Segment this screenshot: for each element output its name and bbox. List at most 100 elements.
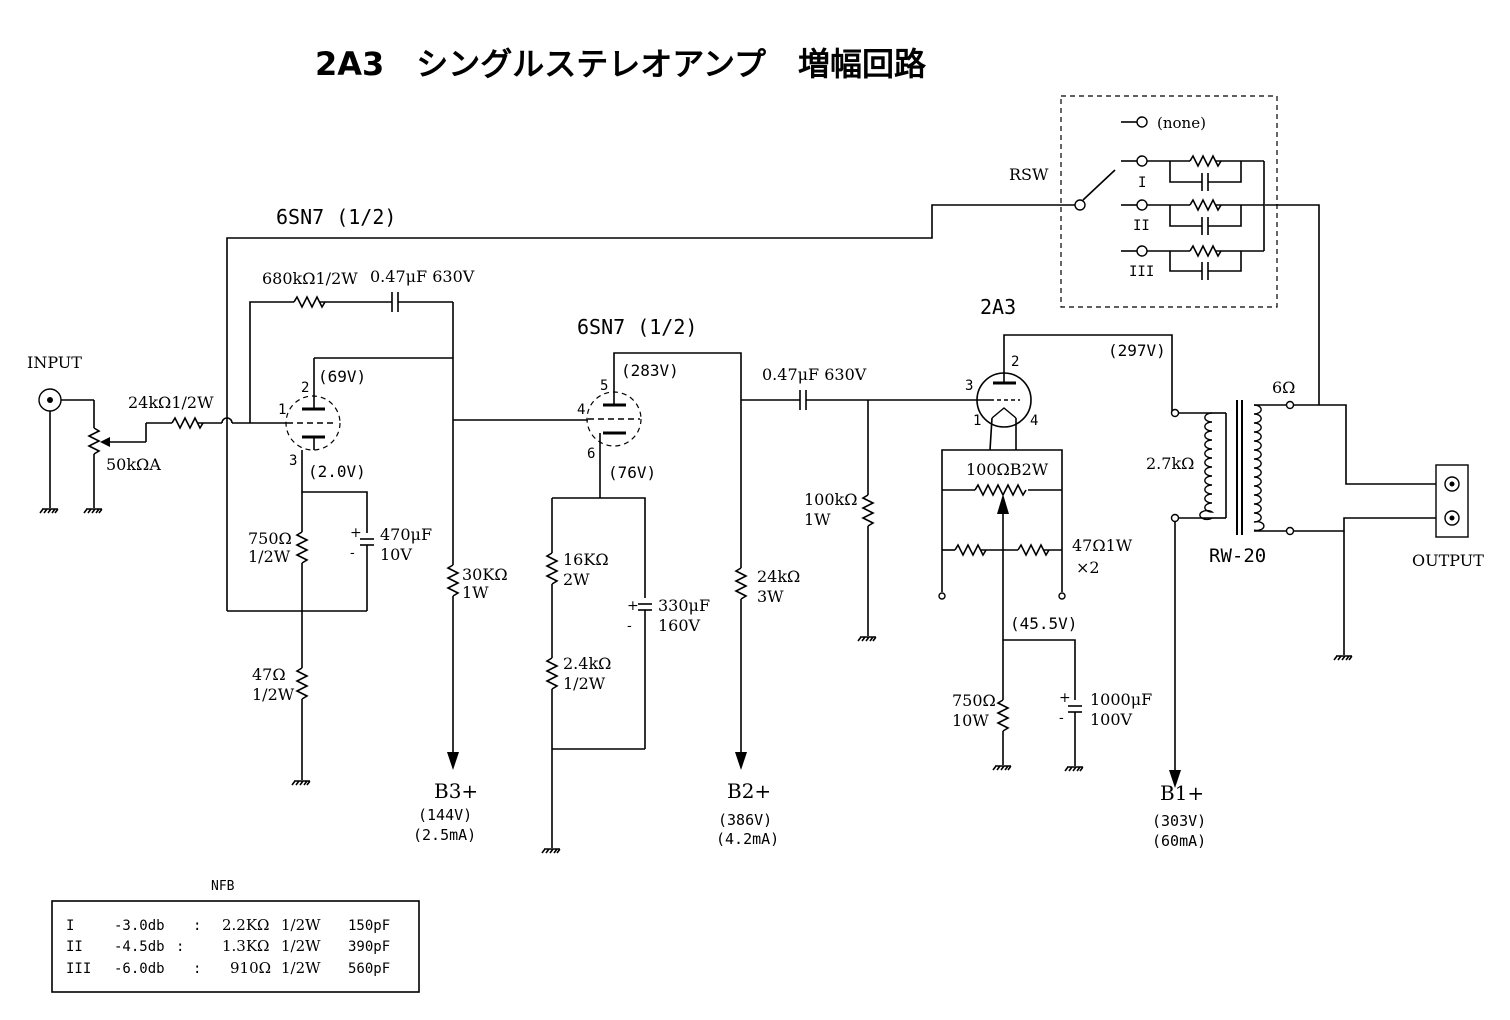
rsw-pos-2: II — [1133, 218, 1150, 234]
nfb-cap: 560pF — [348, 961, 390, 977]
input-resistor — [145, 416, 287, 442]
nfb-row: I -3.0db : 2.2KΩ 1/2W 150pF — [66, 916, 390, 934]
nfb-sep: : — [193, 918, 201, 934]
tube2-pin-5: 5 — [600, 378, 608, 394]
nfb-watt: 1/2W — [281, 937, 321, 955]
nfb-db: -4.5db — [114, 939, 165, 955]
b3-current: (2.5mA) — [413, 826, 476, 844]
ot-model-label: RW-20 — [1209, 545, 1266, 567]
rsw-label: RSW — [1009, 165, 1049, 184]
ground-icon — [83, 508, 103, 514]
fb-resistor-label: 680kΩ1/2W — [262, 269, 358, 288]
rk1-watt: 1/2W — [248, 547, 291, 566]
rk2-watt: 1/2W — [252, 685, 295, 704]
nfb-table — [51, 900, 420, 993]
rg-value: 100kΩ — [804, 490, 858, 509]
ck2-minus: - — [627, 618, 632, 634]
pin-3-label: 3 — [289, 453, 297, 469]
nfb-watt: 1/2W — [281, 916, 321, 934]
ck3-minus: - — [1059, 710, 1064, 726]
nfb-sep: : — [176, 939, 184, 955]
nfb-res: 1.3KΩ — [222, 937, 270, 955]
rg-watt: 1W — [804, 510, 831, 529]
tube3-label: 2A3 — [980, 295, 1016, 319]
b1-voltage: (303V) — [1152, 812, 1206, 830]
ot-secondary-label: 6Ω — [1272, 378, 1295, 397]
rk1-value: 750Ω — [248, 529, 292, 548]
rsw-selector — [1074, 116, 1265, 280]
nfb-pos: III — [66, 961, 91, 977]
tube3-pin-1: 1 — [973, 413, 981, 429]
ck3-volt: 100V — [1090, 710, 1133, 729]
output-terminals — [1435, 464, 1469, 538]
nfb-row: II -4.5db : 1.3KΩ 1/2W 390pF — [66, 937, 390, 955]
ground-icon — [39, 508, 59, 514]
b2-label: B2+ — [727, 779, 771, 803]
input-resistor-label: 24kΩ1/2W — [128, 393, 214, 412]
tube2-cathode-circuit — [541, 497, 652, 854]
v3-plate-voltage: (297V) — [1108, 341, 1166, 360]
output-transformer — [1169, 204, 1436, 788]
v1-cathode-voltage: (2.0V) — [308, 462, 366, 481]
v2-plate-voltage: (283V) — [621, 361, 679, 380]
ck1-plus: + — [350, 525, 362, 541]
output-label: OUTPUT — [1412, 551, 1484, 570]
v2-cathode-voltage: (76V) — [608, 463, 656, 482]
tube3-pin-4: 4 — [1030, 413, 1038, 429]
v3-cathode-voltage: (45.5V) — [1010, 614, 1077, 633]
volume-pot-label: 50kΩA — [106, 455, 161, 474]
coupling-cap-label: 0.47μF 630V — [762, 365, 867, 384]
rsw-none-label: (none) — [1157, 114, 1206, 132]
pin-2-label: 2 — [301, 380, 309, 396]
nfb-sep: : — [193, 961, 201, 977]
rk3-watt: 2W — [563, 570, 590, 589]
ck1-value: 470μF — [380, 525, 432, 544]
pin-1-label: 1 — [278, 402, 286, 418]
nfb-table-title: NFB — [211, 879, 235, 894]
tube1-plate-wiring — [249, 292, 588, 565]
tube2-pin-4: 4 — [577, 402, 585, 418]
rl1-watt: 1W — [462, 583, 489, 602]
nfb-cap: 150pF — [348, 918, 390, 934]
hum-pot-label: 100ΩB2W — [966, 460, 1049, 479]
nfb-pos: II — [66, 939, 83, 955]
ground-icon — [992, 765, 1012, 771]
b3-voltage: (144V) — [418, 806, 472, 824]
rk2-value: 47Ω — [252, 665, 286, 684]
ot-primary-label: 2.7kΩ — [1146, 454, 1194, 473]
rk4-watt: 1/2W — [563, 674, 606, 693]
rl2-value: 24kΩ — [757, 567, 800, 586]
rsw-pos-1: I — [1138, 175, 1146, 191]
tube1-6sn7 — [285, 358, 341, 451]
tube1-cathode-circuit — [291, 450, 374, 786]
input-jack — [38, 388, 94, 514]
input-label: INPUT — [27, 353, 82, 372]
b3-label: B3+ — [434, 779, 478, 803]
ck2-value: 330μF — [658, 596, 710, 615]
volume-pot — [83, 400, 146, 514]
tube3-pin-3: 3 — [965, 378, 973, 394]
filament-res-count: ×2 — [1076, 558, 1100, 577]
ground-icon — [1064, 766, 1084, 772]
ground-icon — [541, 848, 561, 854]
rk5-watt: 10W — [952, 711, 989, 730]
v1-plate-voltage: (69V) — [318, 367, 366, 386]
rl1-value: 30KΩ — [462, 565, 508, 584]
ground-icon — [291, 780, 311, 786]
ck3-value: 1000μF — [1090, 690, 1152, 709]
b1-current: (60mA) — [1152, 832, 1206, 850]
page-title: 2A3 シングルステレオアンプ 増幅回路 — [315, 45, 927, 83]
nfb-res: 910Ω — [230, 959, 271, 977]
ck1-volt: 10V — [380, 545, 412, 564]
nfb-cap: 390pF — [348, 939, 390, 955]
rk4-value: 2.4kΩ — [563, 654, 611, 673]
nfb-row: III -6.0db : 910Ω 1/2W 560pF — [66, 959, 390, 977]
nfb-db: -3.0db — [114, 918, 165, 934]
nfb-pos: I — [66, 918, 74, 934]
b2-current: (4.2mA) — [716, 830, 779, 848]
rl2-watt: 3W — [757, 587, 784, 606]
ground-icon — [857, 636, 877, 642]
hum-balance-network — [938, 449, 1084, 772]
nfb-db: -6.0db — [114, 961, 165, 977]
